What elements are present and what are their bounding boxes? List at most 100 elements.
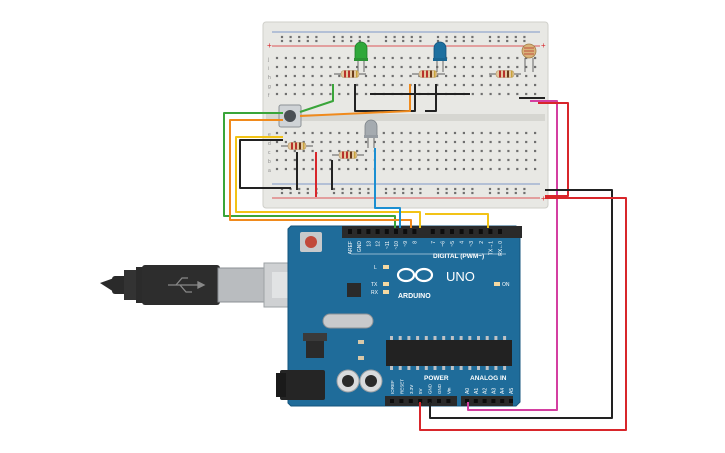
breadboard-hole (471, 74, 474, 78)
chip-pin (433, 366, 437, 370)
rail-hole (488, 187, 492, 191)
breadboard-hole (409, 149, 412, 153)
rail-hole (298, 191, 301, 195)
rail-hole (341, 187, 344, 191)
breadboard-hole (480, 74, 483, 78)
chip-pin (494, 366, 498, 370)
breadboard-hole (489, 65, 492, 69)
breadboard-hole (311, 140, 314, 144)
breadboard-hole (489, 167, 492, 171)
breadboard-hole (516, 56, 519, 60)
breadboard-hole (427, 167, 430, 171)
breadboard-hole (364, 149, 368, 153)
model-label: UNO (446, 269, 475, 284)
breadboard-hole (293, 83, 296, 87)
blue-led (433, 41, 447, 72)
breadboard-hole (516, 131, 519, 135)
analog-pin-label: A3 (491, 388, 497, 394)
rail-hole (471, 35, 474, 39)
breadboard-hole (507, 92, 510, 96)
chip-pin (477, 366, 480, 370)
breadboard-hole (427, 131, 430, 135)
breadboard-hole (409, 158, 412, 162)
breadboard-hole (347, 65, 350, 69)
breadboard-hole (453, 83, 457, 87)
analog-pin-label: A2 (483, 388, 489, 394)
rail-hole (402, 191, 405, 195)
breadboard-hole (284, 92, 287, 96)
rail-plus-label: + (267, 41, 272, 50)
bottom-rail-holes (280, 187, 526, 195)
breadboard-hole (427, 140, 430, 144)
breadboard-hole (347, 92, 350, 96)
breadboard-hole (462, 167, 465, 171)
breadboard-hole (275, 56, 279, 60)
row-letter: j (267, 57, 269, 63)
breadboard-hole (525, 149, 528, 153)
rail-hole (462, 187, 465, 191)
digital-pin-label: RX←0 (498, 241, 504, 256)
breadboard-hole (338, 83, 341, 87)
rail-hole (436, 187, 440, 191)
header-hole (390, 399, 394, 403)
breadboard-hole (382, 56, 385, 60)
breadboard-hole (364, 92, 368, 96)
rail-plus-label-bottom: + (541, 194, 546, 203)
yellow-wire-pin-2 (425, 213, 489, 228)
chip-pin (485, 336, 489, 340)
breadboard-hole (489, 140, 492, 144)
header-hole (412, 229, 417, 234)
breadboard-hole (498, 83, 501, 87)
breadboard-hole (400, 149, 403, 153)
rail-hole (419, 35, 422, 39)
breadboard-hole (400, 56, 403, 60)
breadboard-hole (364, 158, 368, 162)
breadboard-hole (409, 131, 412, 135)
rail-hole (445, 191, 448, 195)
digital-pin-label: AREF (348, 241, 354, 254)
breadboard-hole (329, 140, 332, 144)
long-wires (223, 100, 627, 431)
breadboard-hole (275, 83, 279, 87)
breadboard-hole (445, 158, 448, 162)
header-hole (459, 229, 464, 234)
breadboard-hole (462, 83, 465, 87)
rail-hole (445, 35, 448, 39)
breadboard-hole (436, 149, 439, 153)
row-letters-left: j i h g f e d c b a (267, 57, 271, 174)
breadboard-hole (453, 131, 457, 135)
header-hole (366, 229, 371, 234)
breadboard-hole (427, 158, 430, 162)
breadboard-hole (445, 167, 448, 171)
power-jack (280, 370, 325, 400)
breadboard-hole (427, 83, 430, 87)
breadboard-hole (275, 92, 279, 96)
pushbutton[interactable] (278, 104, 302, 128)
breadboard-hole (462, 74, 465, 78)
breadboard-hole (373, 56, 376, 60)
row-letter: b (268, 159, 271, 165)
breadboard-hole (382, 74, 385, 78)
rail-hole (350, 39, 353, 43)
breadboard-hole (311, 83, 314, 87)
rail-hole (350, 187, 353, 191)
breadboard-hole (489, 56, 492, 60)
breadboard-hole (356, 140, 359, 144)
header-hole (473, 399, 478, 403)
breadboard-hole (498, 131, 501, 135)
header-hole (500, 399, 505, 403)
gray-led (364, 119, 378, 148)
rail-hole (280, 39, 284, 43)
breadboard-hole (302, 140, 305, 144)
breadboard-hole (284, 140, 287, 144)
breadboard-hole (382, 140, 385, 144)
breadboard-hole (364, 83, 368, 87)
digital-section-label: DIGITAL (PWM~) (433, 253, 484, 260)
breadboard-hole (516, 158, 519, 162)
breadboard-hole (453, 149, 457, 153)
blue-wire-pin-10 (374, 148, 401, 228)
breadboard-hole (462, 149, 465, 153)
